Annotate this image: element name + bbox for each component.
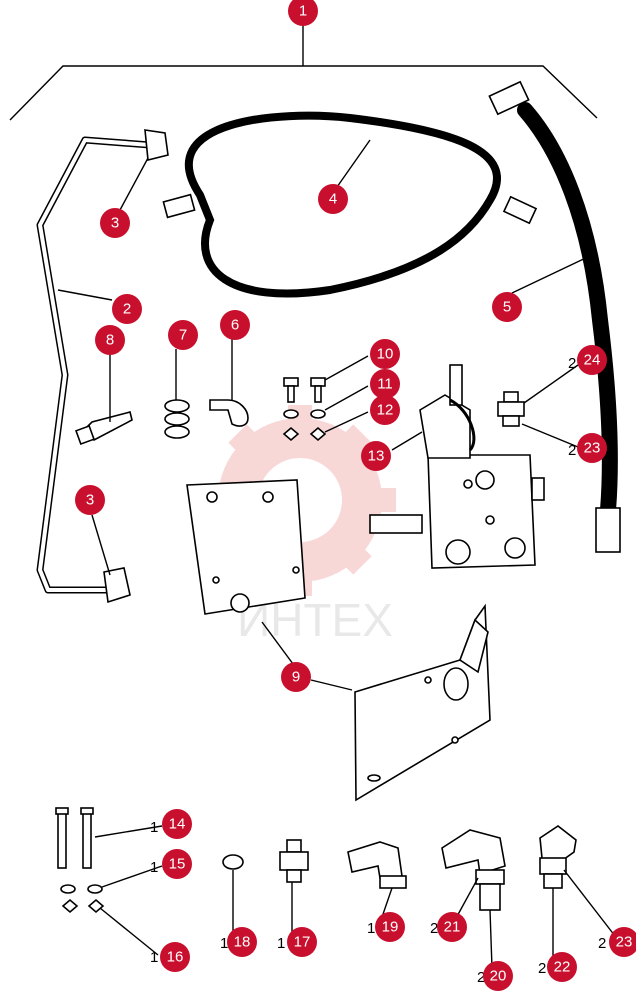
callout-13: 13	[361, 441, 391, 471]
callout-19-label: 19	[382, 919, 399, 936]
callout-20-label: 20	[490, 968, 507, 985]
callout-3a-label: 3	[111, 215, 119, 232]
callout-14: 14	[162, 809, 192, 839]
hose-part-5	[488, 80, 621, 553]
ghost-digit: 1	[150, 819, 158, 836]
ghost-digit: 2	[430, 920, 438, 937]
callout-20: 20	[483, 961, 513, 991]
ghost-digit: 1	[150, 859, 158, 876]
callout-18: 18	[227, 927, 257, 957]
callout-15-label: 15	[169, 856, 186, 873]
callout-6: 6	[220, 310, 250, 340]
elbow-part-19	[347, 841, 407, 889]
tube-part-2	[36, 129, 169, 604]
callout-17-label: 17	[294, 934, 311, 951]
callout-4-label: 4	[329, 191, 337, 208]
hose-part-4	[162, 111, 538, 298]
ghost-digit: 1	[367, 920, 375, 937]
ghost-digit: 2	[477, 969, 485, 986]
callout-22: 22	[547, 952, 577, 982]
callout-24: 24	[577, 345, 607, 375]
ghost-digit: 2	[598, 935, 606, 952]
callout-17: 17	[287, 927, 317, 957]
nuts-part-16	[61, 898, 105, 914]
callout-11-label: 11	[377, 376, 393, 393]
callout-1-label: 1	[299, 3, 307, 20]
callout-10: 10	[370, 339, 400, 369]
callout-2-label: 2	[123, 301, 131, 318]
callout-10-label: 10	[377, 346, 394, 363]
callout-3a: 3	[100, 208, 130, 238]
ghost-digits: 2 2 1 1 1 1 1 1 2 2 2 2	[150, 355, 606, 986]
ghost-digit: 1	[150, 949, 158, 966]
callout-23b-label: 23	[616, 934, 633, 951]
elbow-part-20-21	[441, 829, 506, 911]
callout-18-label: 18	[234, 934, 251, 951]
callout-7: 7	[168, 320, 198, 350]
elbow-part-22	[539, 825, 577, 889]
callout-7-label: 7	[179, 327, 187, 344]
ghost-digit: 2	[568, 442, 576, 459]
leader-lines	[57, 139, 616, 969]
fittings-23-24	[497, 391, 525, 427]
washers-part-15	[60, 884, 103, 894]
bracket-part-9	[186, 479, 491, 802]
valve-block-part-13	[369, 364, 545, 569]
ghost-digit: 1	[277, 935, 285, 952]
callout-13-label: 13	[368, 448, 385, 465]
callout-5-label: 5	[503, 299, 511, 316]
callout-19: 19	[375, 912, 405, 942]
callout-9-label: 9	[292, 669, 300, 686]
callout-16-label: 16	[167, 949, 184, 966]
ghost-digit: 2	[568, 355, 576, 372]
callout-12-label: 12	[377, 402, 394, 419]
callout-4: 4	[318, 184, 348, 214]
callout-14-label: 14	[169, 816, 186, 833]
callout-23a-label: 23	[584, 440, 601, 457]
callout-5: 5	[492, 292, 522, 322]
callout-11: 11	[370, 369, 400, 399]
long-bolts-part-14	[55, 807, 94, 869]
callout-6-label: 6	[231, 317, 239, 334]
callout-3b: 3	[75, 485, 105, 515]
callout-16: 16	[160, 942, 190, 972]
callout-23a: 23	[577, 433, 607, 463]
callout-23b: 23	[609, 927, 636, 957]
fitting-part-17	[279, 839, 309, 883]
ghost-digit: 2	[538, 960, 546, 977]
callout-21: 21	[437, 912, 467, 942]
callout-1: 1	[288, 0, 318, 26]
callout-8-label: 8	[106, 332, 114, 349]
callout-2: 2	[112, 294, 142, 324]
callout-3b-label: 3	[86, 492, 94, 509]
o-rings-part-7	[164, 399, 190, 439]
callout-24-label: 24	[584, 352, 601, 369]
callout-22-label: 22	[554, 959, 571, 976]
clamp-part-6	[209, 399, 249, 427]
callout-8: 8	[95, 325, 125, 355]
bolt-part-8	[75, 411, 133, 445]
callout-21-label: 21	[444, 919, 461, 936]
fasteners-10-12	[282, 377, 327, 442]
callout-9: 9	[281, 662, 311, 692]
callout-15: 15	[162, 849, 192, 879]
callout-12: 12	[370, 395, 400, 425]
ghost-digit: 1	[220, 935, 228, 952]
seal-part-18	[222, 854, 244, 870]
